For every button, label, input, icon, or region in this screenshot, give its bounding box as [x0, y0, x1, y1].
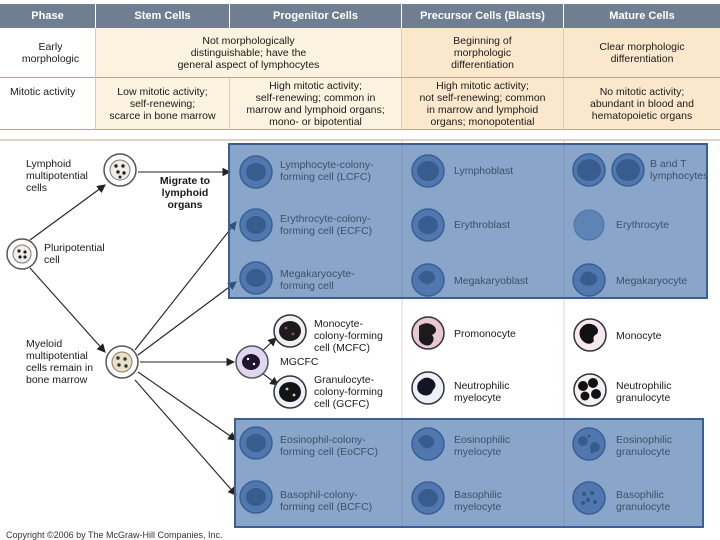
label-mcfc: Monocyte- colony-forming cell (MCFC) — [314, 318, 383, 354]
label-megakaryocyte-forming-cell: Megakaryocyte- forming cell — [280, 268, 355, 292]
mcfc-cell-icon — [273, 314, 307, 348]
label-myeloid-multipotential: Myeloid multipotential cells remain in b… — [26, 338, 94, 386]
label-eosinophilic-granulocyte: Eosinophilic granulocyte — [616, 434, 673, 458]
gcfc-cell-icon — [273, 375, 307, 409]
copyright-text: Copyright ©2006 by The McGraw-Hill Compa… — [6, 530, 223, 540]
overlay-box-upper — [228, 143, 708, 299]
neutrophilic-granulocyte-cell-icon — [573, 373, 607, 407]
neutrophilic-myelocyte-cell-icon — [411, 371, 445, 405]
label-bcfc: Basophil-colony- forming cell (BCFC) — [280, 489, 373, 513]
cell-mitotic-stem: Low mitotic activity; self-renewing; sca… — [96, 78, 230, 130]
cell-early-stem-progenitor: Not morphologically distinguishable; hav… — [96, 28, 402, 78]
label-eocfc: Eosinophil-colony- forming cell (EoCFC) — [280, 434, 379, 458]
label-eosinophilic-myelocyte: Eosinophilic myelocyte — [454, 434, 511, 458]
label-migrate-to-lymphoid: Migrate to lymphoid organs — [159, 175, 211, 211]
arrow-myeloid-to-megacfc — [137, 281, 237, 356]
cell-mitotic-progenitor: High mitotic activity; self-renewing; co… — [230, 78, 402, 130]
promonocyte-cell-icon — [411, 316, 445, 350]
label-lymphoid-multipotential: Lymphoid multipotential cells — [26, 158, 88, 194]
row-label-mitotic-activity: Mitotic activity — [0, 78, 96, 130]
label-neutrophilic-myelocyte: Neutrophilic myelocyte — [454, 380, 510, 404]
arrow-pluri-to-lymphoid — [29, 184, 106, 241]
header-precursor-cells: Precursor Cells (Blasts) — [402, 4, 564, 28]
cell-early-mature: Clear morphologic differentiation — [564, 28, 720, 78]
label-megakaryocyte: Megakaryocyte — [616, 275, 688, 287]
label-b-and-t-lymphocytes: B and T lymphocytes — [650, 158, 709, 182]
label-gcfc: Granulocyte- colony-forming cell (GCFC) — [314, 374, 383, 410]
arrow-myeloid-to-bcfc — [134, 379, 237, 496]
label-lcfc: Lymphocyte-colony- forming cell (LCFC) — [280, 159, 374, 183]
label-monocyte: Monocyte — [616, 330, 662, 342]
row-label-early-morphologic: Early morphologic — [0, 28, 96, 78]
monocyte-cell-icon — [573, 318, 607, 352]
label-basophilic-granulocyte: Basophilic granulocyte — [616, 489, 671, 513]
label-erythroblast: Erythroblast — [454, 219, 511, 231]
label-basophilic-myelocyte: Basophilic myelocyte — [454, 489, 502, 513]
overlay-box-lower — [234, 418, 704, 528]
header-progenitor-cells: Progenitor Cells — [230, 4, 402, 28]
label-erythrocyte: Erythrocyte — [616, 219, 670, 231]
myeloid-multipotential-cell-icon — [105, 345, 139, 379]
label-neutrophilic-granulocyte: Neutrophilic granulocyte — [616, 380, 672, 404]
label-mgcfc: MGCFC — [280, 356, 319, 368]
label-ecfc: Erythrocyte-colony- forming cell (ECFC) — [280, 213, 373, 237]
lymphoid-multipotential-cell-icon — [103, 153, 137, 187]
header-stem-cells: Stem Cells — [96, 4, 230, 28]
mgcfc-cell-icon — [235, 345, 269, 379]
label-promonocyte: Promonocyte — [454, 328, 516, 340]
cell-early-precursor: Beginning of morphologic differentiation — [402, 28, 564, 78]
label-lymphoblast: Lymphoblast — [454, 165, 514, 177]
arrow-myeloid-to-eocfc — [137, 371, 237, 441]
label-pluripotential-cell: Pluripotential cell — [44, 242, 105, 266]
arrow-myeloid-to-ecfc — [134, 221, 237, 351]
pluripotential-cell-icon — [6, 238, 38, 270]
cell-mitotic-mature: No mitotic activity; abundant in blood a… — [564, 78, 720, 130]
cell-mitotic-precursor: High mitotic activity; not self-renewing… — [402, 78, 564, 130]
header-mature-cells: Mature Cells — [564, 4, 720, 28]
header-phase: Phase — [0, 4, 96, 28]
label-megakaryoblast: Megakaryoblast — [454, 275, 529, 287]
arrow-pluri-to-myeloid — [29, 267, 106, 353]
